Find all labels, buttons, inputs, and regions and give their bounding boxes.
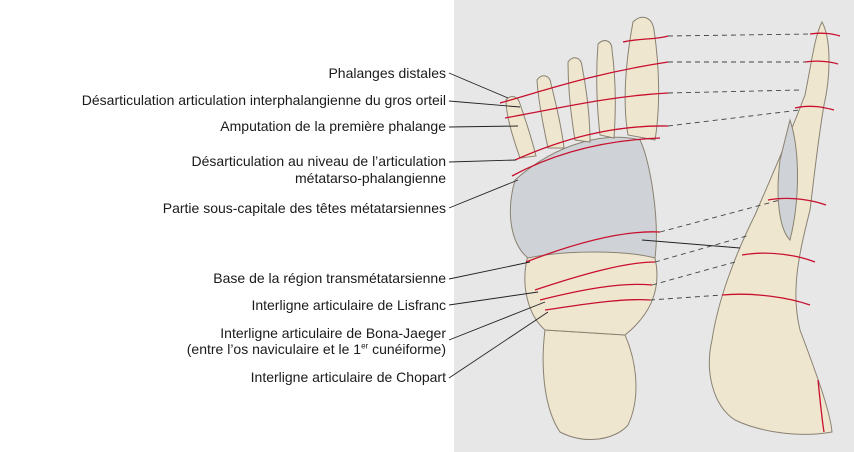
leader-lisfranc — [449, 292, 538, 305]
dorsal-foot-view — [506, 17, 659, 439]
fifth-toe-bone — [506, 97, 536, 158]
leader-mtp — [449, 160, 516, 162]
leader-bona-jaeger — [449, 302, 545, 340]
dash-8 — [650, 295, 722, 300]
dash-3 — [668, 90, 800, 93]
lateral-foot-view — [709, 22, 832, 434]
leader-transmetatarsal — [449, 262, 530, 279]
dash-1 — [668, 34, 810, 36]
dash-4 — [668, 110, 800, 126]
third-toe-bone — [568, 58, 590, 142]
leader-first-phalange — [449, 126, 518, 127]
second-toe-bone — [597, 41, 616, 138]
fourth-toe-bone — [537, 76, 564, 148]
lateral-foot-bones — [709, 22, 832, 434]
leader-subcapital — [449, 180, 518, 208]
leader-phalanges-distales — [449, 73, 508, 98]
big-toe-bone — [625, 17, 659, 140]
leader-chopart — [449, 312, 548, 378]
calcaneus-bone — [543, 330, 636, 439]
dash-7 — [652, 262, 735, 285]
